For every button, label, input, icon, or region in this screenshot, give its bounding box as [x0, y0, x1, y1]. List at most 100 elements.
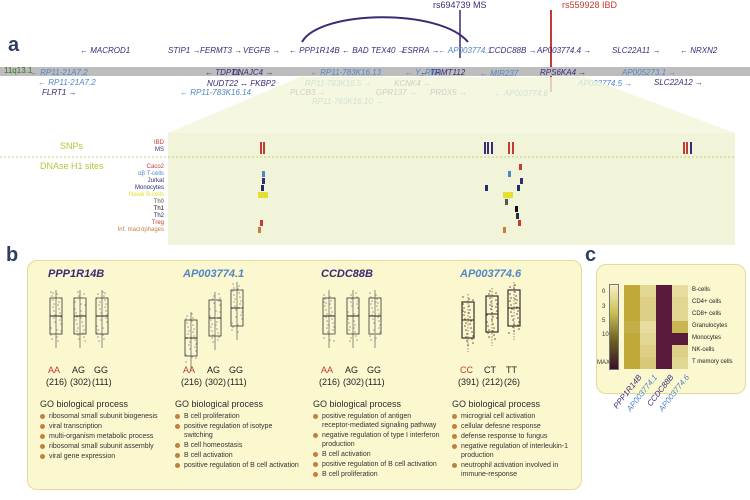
boxplot-point — [329, 303, 331, 305]
boxplot-point — [330, 307, 332, 309]
boxplot-point — [372, 318, 374, 320]
boxplot-point — [490, 301, 492, 303]
boxplot-point — [237, 331, 239, 333]
boxplot-point — [216, 321, 218, 323]
boxplot-point — [512, 326, 514, 328]
gene-label: SLC22A11 → — [612, 46, 661, 55]
boxplot-point — [217, 339, 219, 341]
boxplot-point — [327, 324, 329, 326]
genotype-count: (216) — [319, 377, 341, 387]
heatmap-row-label: NK-cells — [692, 347, 715, 353]
boxplot-point — [470, 327, 472, 329]
boxplot-point — [491, 319, 493, 321]
heatmap-cell — [640, 345, 656, 357]
boxplot-point — [515, 302, 517, 304]
boxplot-point — [214, 313, 216, 315]
boxplot-point — [488, 293, 490, 295]
boxplot-point — [462, 310, 464, 312]
boxplot-point — [378, 320, 380, 322]
genotype-count: (302) — [205, 377, 227, 387]
heatmap-cell — [624, 345, 640, 357]
boxplot-point — [79, 306, 81, 308]
boxplot-point — [52, 306, 54, 308]
genotype-label: AA — [48, 365, 61, 375]
boxplot-point — [487, 325, 489, 327]
boxplot-point — [377, 302, 379, 304]
boxplot-point — [486, 314, 488, 316]
boxplot-point — [52, 299, 54, 301]
boxplot-point — [218, 336, 220, 338]
boxplot-point — [353, 313, 355, 315]
dnase-track-label: DNAse H1 sites — [40, 161, 104, 171]
boxplot-point — [332, 322, 334, 324]
boxplot-point — [355, 335, 357, 337]
boxplot-point — [80, 317, 82, 319]
boxplot-point — [467, 344, 469, 346]
boxplot-point — [374, 333, 376, 335]
boxplot-point — [96, 325, 98, 327]
boxplot-point — [350, 337, 352, 339]
snp-mark — [683, 142, 685, 154]
heatmap-scale-label: 3 — [602, 304, 606, 310]
genotype-label: GG — [367, 365, 382, 375]
boxplot-point — [510, 311, 512, 313]
boxplot-point — [333, 333, 335, 335]
boxplot-point — [514, 284, 516, 286]
panel-a-letter: a — [8, 34, 20, 56]
boxplot-point — [355, 292, 357, 294]
heatmap-scale-label: MAX — [597, 360, 611, 366]
boxplot-point — [189, 341, 191, 343]
ms-snp-title: rs694739 MS — [433, 0, 487, 10]
gene-label: ← TDPT1 — [205, 68, 241, 77]
go-term: positive regulation of B cell activation — [175, 461, 303, 470]
boxplot-point — [347, 318, 349, 320]
boxplot-point — [466, 340, 468, 342]
boxplot-point — [511, 308, 513, 310]
boxplot-point — [186, 315, 188, 317]
go-term: ribosomal small subunit assembly — [40, 442, 168, 451]
snp-mark — [508, 142, 510, 154]
genotype-label: CT — [484, 365, 496, 375]
boxplot-point — [236, 327, 238, 329]
genotype-count: (111) — [227, 377, 247, 387]
boxplot-point — [240, 307, 242, 309]
boxplot-point — [371, 314, 373, 316]
chromosome-bar — [0, 67, 750, 76]
boxplot-point — [324, 305, 326, 307]
go-term: defense response to fungus — [452, 432, 580, 441]
boxplot-point — [464, 325, 466, 327]
dnase-track-label: Inf. macrophages — [117, 227, 164, 233]
boxplot-point — [495, 306, 497, 308]
go-term: neutrophil activation involved in immune… — [452, 461, 580, 479]
boxplot-point — [189, 348, 191, 350]
boxplot-point — [56, 336, 58, 338]
heatmap-row-label: Monocytes — [692, 335, 722, 341]
boxplot-point — [51, 295, 53, 297]
boxplot-point — [77, 334, 79, 336]
boxplot-point — [370, 296, 372, 298]
boxplot-point — [494, 338, 496, 340]
dnase-track-label: Treg — [151, 220, 164, 226]
boxplot-point — [54, 321, 56, 323]
go-term: microgrial cell activation — [452, 412, 580, 421]
boxplot-point — [212, 298, 214, 300]
heatmap-cell — [640, 357, 656, 369]
boxplot-point — [194, 339, 196, 341]
boxplot-point — [100, 312, 102, 314]
snp-mark — [487, 142, 489, 154]
boxplot-point — [192, 324, 194, 326]
boxplot-point — [513, 287, 515, 289]
boxplot-point — [53, 317, 55, 319]
gene-label: ← RP11-21A7.2 — [30, 68, 88, 77]
dnase-mark — [262, 178, 265, 184]
boxplot-point — [356, 296, 358, 298]
boxplot-point — [354, 331, 356, 333]
boxplot-point — [468, 305, 470, 307]
dnase-track-label: Th1 — [153, 206, 164, 212]
boxplot-point — [493, 334, 495, 336]
go-term: B cell activation — [313, 450, 441, 459]
boxplot-point — [105, 303, 107, 305]
boxplot-point — [75, 319, 77, 321]
